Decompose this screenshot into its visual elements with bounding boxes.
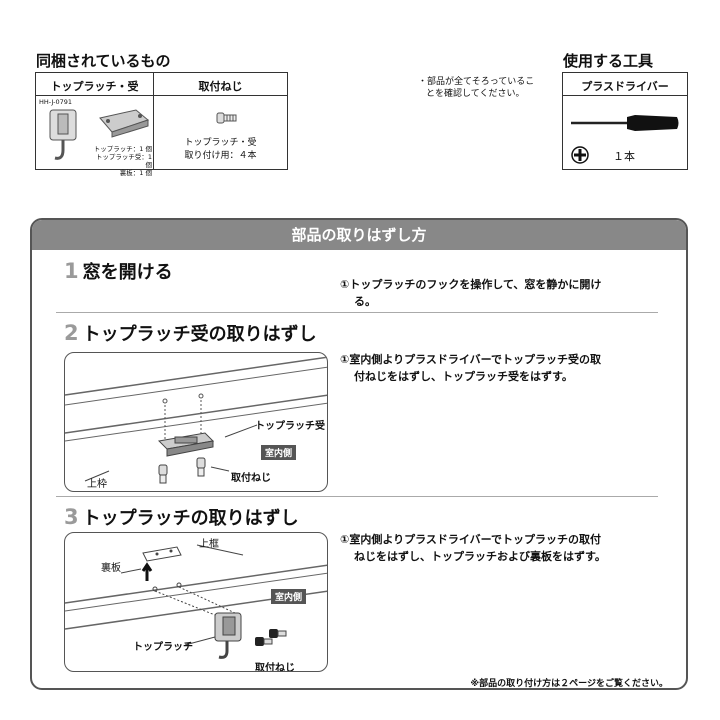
label-top-latch: トップラッチ xyxy=(133,642,193,653)
tools-title: 使用する工具 xyxy=(563,52,654,70)
step-number: 1 xyxy=(64,259,79,283)
tool-header: プラスドライバー xyxy=(581,80,669,93)
col-header-screw: 取付ねじ xyxy=(198,80,243,93)
item-count: トップラッチ受：1 個 xyxy=(95,153,152,169)
latch-receiver-illustration xyxy=(99,109,150,138)
label-upper-frame: 上枠 xyxy=(87,479,107,490)
screw-description: トップラッチ・受 取り付け用：４本 xyxy=(154,137,287,163)
frame-diagram xyxy=(65,356,327,484)
table-divider xyxy=(563,95,687,96)
screw-desc-line: トップラッチ・受 xyxy=(184,138,257,148)
item-count: 裏板：1 個 xyxy=(119,169,152,177)
label-back-plate: 裏板 xyxy=(101,563,121,574)
step-text-line: ねじをはずし、トップラッチおよび裏板をはずす。 xyxy=(354,550,606,563)
step-text-line: ①室内側よりプラスドライバーでトップラッチの取付 xyxy=(340,533,601,546)
table-divider xyxy=(153,73,154,169)
label-indoor-side: 室内側 xyxy=(271,589,307,604)
label-upper-sash: 上框 xyxy=(199,539,219,550)
contents-table: トップラッチ・受 取付ねじ HH-J-0791 トップラッチ：1 個 トップラッ… xyxy=(35,72,288,177)
label-screw: 取付ねじ xyxy=(231,473,271,484)
screwdriver-illustration xyxy=(571,115,679,131)
panel-title: 部品の取りはずし方 xyxy=(32,220,686,250)
check-note-line: とを確認してください。 xyxy=(426,89,525,99)
col-header-latch: トップラッチ・受 xyxy=(50,80,139,93)
table-divider xyxy=(36,95,287,96)
step-text-line: ①室内側よりプラスドライバーでトップラッチ受の取 xyxy=(340,353,601,366)
frame-diagram xyxy=(65,544,327,659)
step-number: 3 xyxy=(64,505,79,529)
screw-icon xyxy=(196,457,206,477)
step-number: 2 xyxy=(64,321,79,345)
tool-count: １本 xyxy=(613,150,635,163)
step-title-text: 窓を開ける xyxy=(82,262,173,283)
top-latch-illustration xyxy=(49,109,77,160)
label-latch-receiver: トップラッチ受 xyxy=(255,421,325,432)
item-count: トップラッチ：1 個 xyxy=(93,145,152,153)
label-indoor-side: 室内側 xyxy=(261,445,297,460)
step-1-text: ①トップラッチのフックを操作して、窓を静かに開け る。 xyxy=(340,276,601,310)
screw-desc-line: 取り付け用：４本 xyxy=(184,151,257,161)
screw-icon xyxy=(216,112,237,124)
model-number: HH-J-0791 xyxy=(39,98,73,106)
step-2-illustration: トップラッチ受 室内側 上枠 取付ねじ xyxy=(64,352,328,492)
step-text-line: 付ねじをはずし、トップラッチ受をはずす。 xyxy=(354,370,573,383)
check-note-line: ・部品が全てそろっているこ xyxy=(418,77,535,87)
step-separator xyxy=(56,496,658,497)
screw-icon xyxy=(255,637,273,646)
step-3-text: ①室内側よりプラスドライバーでトップラッチの取付 ねじをはずし、トップラッチおよ… xyxy=(340,531,606,565)
phillips-icon xyxy=(571,146,589,164)
label-screw: 取付ねじ xyxy=(255,663,295,672)
footnote: ※部品の取り付け方は２ページをご覧ください。 xyxy=(470,679,668,689)
step-3-illustration: 裏板 上框 室内側 トップラッチ 取付ねじ xyxy=(64,532,328,672)
screw-icon xyxy=(158,464,168,484)
screw-icon xyxy=(269,629,287,638)
step-title-text: トップラッチ受の取りはずし xyxy=(82,324,317,345)
tools-table: プラスドライバー １本 xyxy=(562,72,688,170)
step-separator xyxy=(56,312,658,313)
step-text-line: る。 xyxy=(354,295,376,308)
step-2-text: ①室内側よりプラスドライバーでトップラッチ受の取 付ねじをはずし、トップラッチ受… xyxy=(340,351,601,385)
step-text-line: ①トップラッチのフックを操作して、窓を静かに開け xyxy=(340,278,602,291)
item-count-list: トップラッチ：1 個 トップラッチ受：1 個 裏板：1 個 xyxy=(92,145,152,177)
check-note: ・部品が全てそろっているこ とを確認してください。 xyxy=(418,76,534,100)
step-title-text: トップラッチの取りはずし xyxy=(82,508,299,529)
contents-title: 同梱されているもの xyxy=(36,52,171,70)
